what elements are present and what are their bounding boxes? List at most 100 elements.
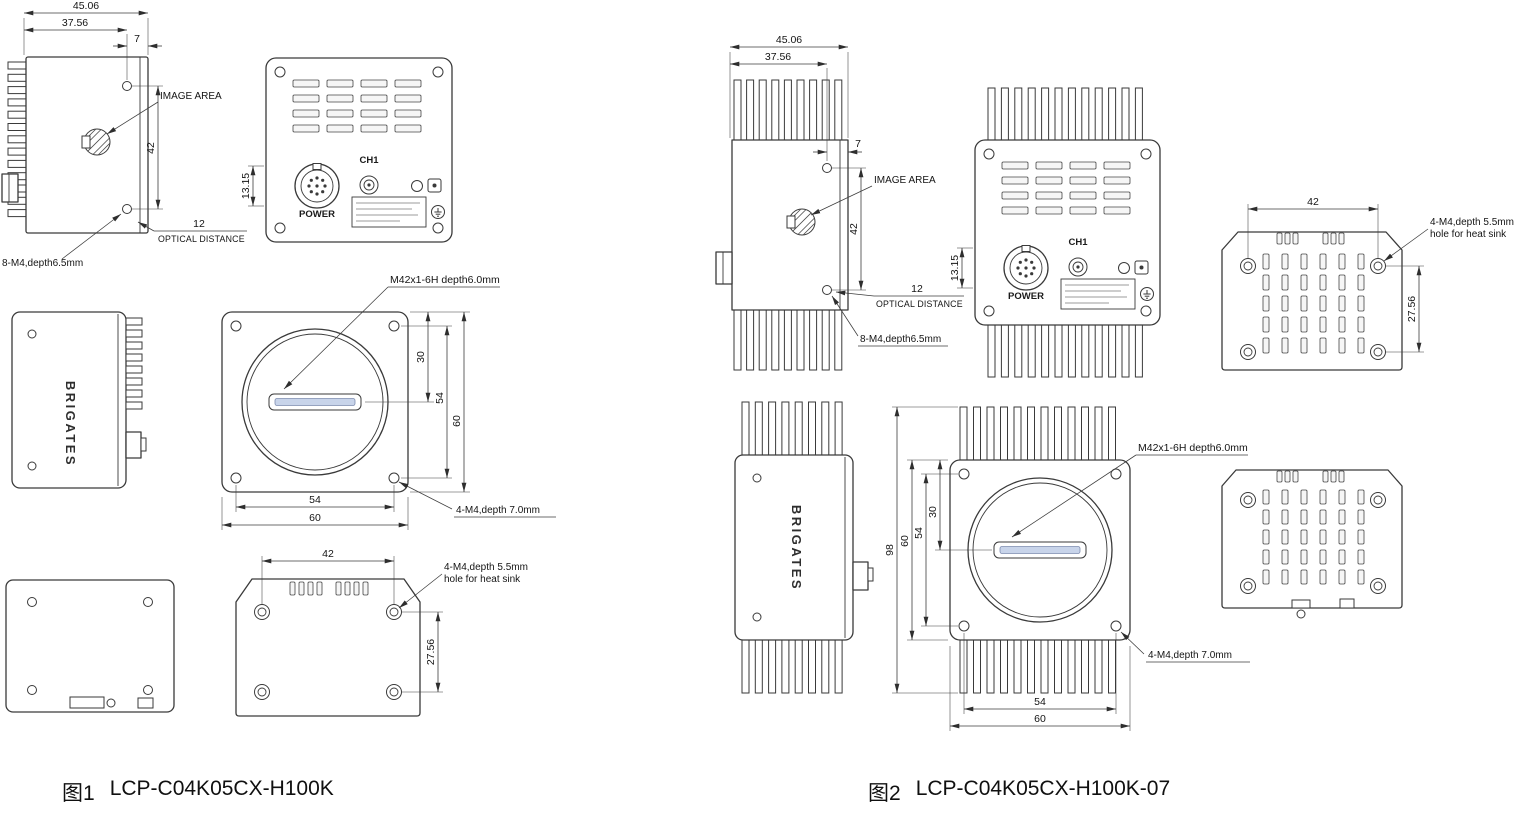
fig1-dim-front-offset: 7	[113, 33, 162, 49]
fig2-heatsink2-slot-grid	[1262, 489, 1365, 585]
fig2-hs-holes-callout: 4-M4,depth 5.5mm hole for heat sink	[1383, 217, 1514, 262]
fig2-caption: 图2 LCP-C04K05CX-H100K-07	[868, 777, 1170, 807]
fig1-ch1-label: CH1	[359, 155, 379, 166]
fig1-image-area-callout: IMAGE AREA	[106, 91, 222, 135]
fig2-back-fins-top	[987, 87, 1143, 141]
dim-label: 7	[134, 33, 140, 45]
fig2-dim-hole-span: 42	[831, 167, 866, 291]
fig2-front-dims-bottom: 54 60	[949, 633, 1131, 731]
fig1-led-indicator	[411, 180, 423, 192]
fig1-front-view: M42x1-6H depth6.0mm 30 54 60 54 60	[221, 274, 556, 530]
dim-label: 60	[1034, 713, 1046, 725]
fig1-mount-holes-callout: 8-M4,depth6.5mm	[2, 213, 122, 269]
dim-label: 54	[913, 527, 925, 539]
holes-label: 8-M4,depth6.5mm	[860, 334, 941, 345]
holes-label-line2: hole for heat sink	[1430, 229, 1507, 240]
dim-label: 45.06	[73, 0, 99, 12]
fig2-ch1-label: CH1	[1068, 237, 1088, 248]
dim-label: 42	[145, 142, 157, 154]
dim-label: 60	[309, 512, 321, 524]
holes-label-line1: 4-M4,depth 5.5mm	[444, 562, 528, 573]
dim-label: 54	[309, 494, 321, 506]
fig2-caption-number: 图2	[868, 782, 901, 805]
holes-label: 8-M4,depth6.5mm	[2, 258, 83, 269]
fig1-power-label: POWER	[299, 209, 335, 220]
fig2-dim-front-offset: 7	[813, 138, 862, 155]
fig1-caption-number: 图1	[62, 782, 95, 805]
fig2-hs-connector	[1291, 599, 1311, 609]
fig1-front-holes-callout: 4-M4,depth 7.0mm	[398, 481, 556, 518]
fig2-info-label	[1060, 278, 1136, 310]
fig1-dim-hs-holes-h: 42	[261, 548, 395, 605]
fig2-front-holes-callout: 4-M4,depth 7.0mm	[1120, 631, 1250, 663]
dim-label: 60	[451, 415, 463, 427]
fig2-front-fins-top	[959, 406, 1116, 461]
fig2-led-indicator	[1118, 262, 1130, 274]
fig1-side-hole-top	[122, 81, 132, 91]
dim-label: 60	[899, 535, 911, 547]
fig2-side-view-2: BRIGATES	[734, 401, 874, 694]
fig1-dim-connector-offset: 13.15	[240, 165, 264, 207]
fig2-sensor-line	[999, 546, 1081, 554]
holes-label: 4-M4,depth 7.0mm	[456, 505, 540, 516]
fig1-ch1-connector	[359, 175, 379, 195]
fig2-heatsink-top-view: 42 4-M4,depth 5.5mm hole for heat sink 2…	[1221, 196, 1514, 371]
fig2-brand-text: BRIGATES	[789, 505, 804, 591]
fig1-caption-model: LCP-C04K05CX-H100K	[109, 777, 334, 800]
fig2-dim-hs-holes-h: 42	[1247, 196, 1379, 258]
fig2-dim-hs-holes-v: 27.56	[1386, 265, 1424, 353]
fig1-front-dims-right: 30 54 60	[365, 311, 470, 493]
fig1-optical-distance-callout: 12 OPTICAL DISTANCE	[137, 218, 247, 244]
fig2-ch1-connector	[1068, 257, 1088, 277]
fig2-power-connector	[1003, 244, 1049, 291]
fig1-top-fin-slots-a	[289, 581, 323, 596]
figure1: 45.06 37.56 7 42 IMAGE AREA 12 OPTICAL D…	[1, 0, 556, 717]
fig1-caption: 图1 LCP-C04K05CX-H100K	[62, 777, 334, 807]
dim-label: 42	[848, 223, 860, 235]
fig1-sensor-line	[274, 398, 356, 406]
fig2-caption-model: LCP-C04K05CX-H100K-07	[915, 777, 1171, 800]
fig2-back-view: POWER CH1 13.15	[949, 87, 1161, 378]
fig2-dim-body-depth: 37.56	[730, 51, 828, 161]
fig2-side2-fins-bottom	[741, 639, 843, 694]
figure2: 45.06 37.56 7 42 IMAGE AREA 12 OPTICAL D…	[715, 34, 1514, 731]
mount-thread-label: M42x1-6H depth6.0mm	[390, 274, 500, 286]
holes-label-line1: 4-M4,depth 5.5mm	[1430, 217, 1514, 228]
holes-label-line2: hole for heat sink	[444, 574, 521, 585]
fig1-bottom-connector	[69, 696, 105, 709]
fig1-mount-callout: M42x1-6H depth6.0mm	[283, 274, 500, 390]
fig2-front-fins-bottom	[959, 639, 1116, 694]
dim-label: 37.56	[765, 51, 791, 63]
fig2-dim-total-depth: 45.06	[729, 34, 849, 138]
fig2-heatsink-fins-top	[733, 79, 843, 141]
holes-label: 4-M4,depth 7.0mm	[1148, 650, 1232, 661]
image-area-label: IMAGE AREA	[160, 91, 222, 102]
dim-label: 42	[322, 548, 334, 560]
optical-distance-label: OPTICAL DISTANCE	[158, 234, 245, 244]
image-area-label: IMAGE AREA	[874, 175, 936, 186]
fig1-front-dims-bottom: 54 60	[221, 485, 409, 530]
dim-label: 98	[884, 544, 896, 556]
dim-label: 30	[927, 506, 939, 518]
optical-distance-label: OPTICAL DISTANCE	[876, 299, 963, 309]
fig1-top-view: 42 27.56 4-M4,depth 5.5mm hole for heat …	[235, 548, 528, 717]
dim-label: 54	[1034, 696, 1046, 708]
fig1-info-label	[351, 196, 427, 228]
dim-label: 30	[415, 351, 427, 363]
fig1-side-hole-bottom	[122, 204, 132, 214]
fig1-hs-holes-callout: 4-M4,depth 5.5mm hole for heat sink	[398, 562, 528, 609]
fig1-back-view: POWER CH1 13.15	[240, 57, 453, 243]
fig2-ground-symbol	[1140, 287, 1154, 301]
fig1-power-connector	[294, 162, 340, 209]
dim-label: 27.56	[425, 639, 437, 665]
fig1-vent-grid	[292, 79, 422, 133]
fig2-side-connector	[715, 251, 733, 285]
fig2-optical-distance-callout: 12 OPTICAL DISTANCE	[835, 283, 964, 309]
fig1-bottom-view	[5, 579, 175, 713]
dim-label: 12	[911, 283, 923, 295]
fig2-heatsink-bottom-view	[1221, 469, 1403, 619]
mount-thread-label: M42x1-6H depth6.0mm	[1138, 442, 1248, 454]
dim-label: 45.06	[776, 34, 802, 46]
dim-label: 37.56	[62, 17, 88, 29]
fig1-side-view-2: BRIGATES	[11, 311, 147, 489]
